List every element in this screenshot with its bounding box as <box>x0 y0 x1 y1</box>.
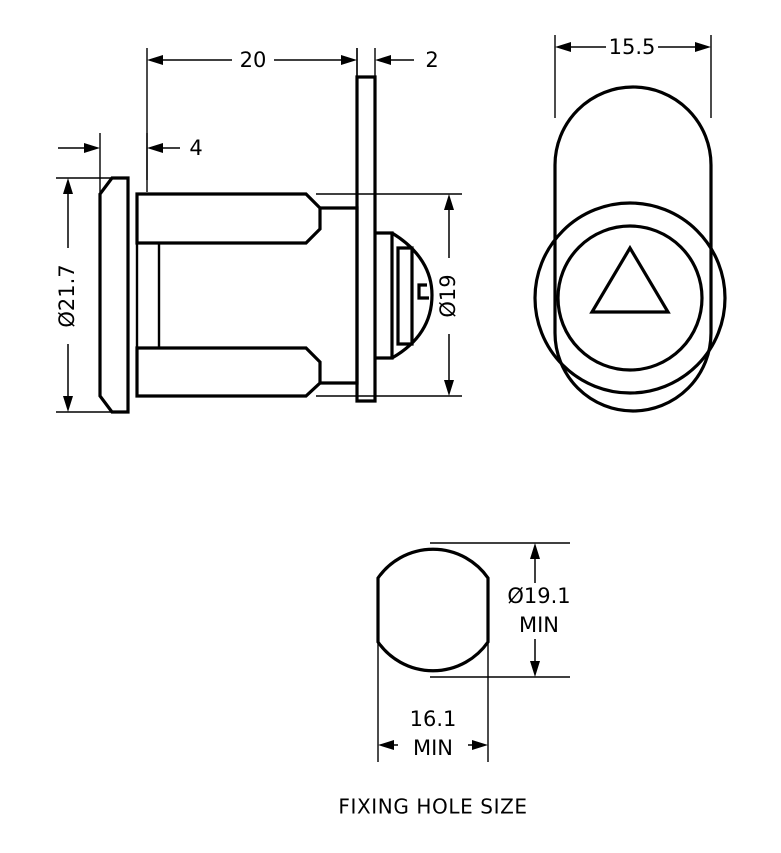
fixing-hole-view: Ø19.1 MIN 16.1 MIN FIXING HOLE SIZE <box>338 542 582 819</box>
arrow-20-left <box>147 55 163 65</box>
dim-19-text-mask <box>437 258 462 334</box>
dim-hole-dia-text-mask <box>496 583 582 639</box>
inner-keyway-circle <box>556 224 704 372</box>
dim-label-hole-width: 16.1 <box>410 707 457 731</box>
dim-label-20: 20 <box>240 48 267 72</box>
arrow-hole-dia-bottom <box>530 661 540 677</box>
fixing-hole-outline <box>376 547 490 673</box>
cam-hub-block <box>375 231 394 360</box>
mounting-plate <box>355 75 377 403</box>
arrow-15-5-right <box>695 42 711 52</box>
arrow-4-right <box>147 143 163 153</box>
dim-label-15-5: 15.5 <box>609 35 656 59</box>
side-section-view: 20 2 4 Ø21.7 <box>55 48 462 414</box>
arrow-hole-width-left <box>378 740 394 750</box>
arrow-2-right <box>375 55 391 65</box>
dimension-length-2: 2 <box>356 48 439 77</box>
bezel-flange-outline <box>98 176 130 414</box>
arrow-4-left <box>84 143 100 153</box>
dim-20-text-mask <box>232 48 274 72</box>
dim-label-21-7: Ø21.7 <box>55 264 79 327</box>
arrow-20-right <box>341 55 357 65</box>
dim-label-hole-dia: Ø19.1 <box>507 584 570 608</box>
dim-15-5-text-mask <box>606 35 658 59</box>
arrow-19-top <box>444 194 454 210</box>
dimension-width-15-5: 15.5 <box>554 35 712 118</box>
arrow-hole-width-right <box>472 740 488 750</box>
dim-label-hole-width-min: MIN <box>413 736 453 760</box>
dim-hole-width-text-mask <box>398 705 468 759</box>
arrow-21-7-top <box>63 178 73 194</box>
cam-flatted-circle <box>553 85 713 413</box>
triangle-keyway <box>589 244 671 314</box>
cam-end-cap <box>396 246 414 346</box>
dimension-length-4: 4 <box>58 133 203 192</box>
arrow-19-bottom <box>444 380 454 396</box>
outer-bezel-circle <box>533 201 727 395</box>
barrel-upper-band <box>135 192 322 245</box>
arrow-21-7-bottom <box>63 396 73 412</box>
dimension-length-20: 20 <box>146 48 358 180</box>
fixing-hole-caption: FIXING HOLE SIZE <box>338 795 527 819</box>
barrel-lower-band <box>135 346 322 398</box>
dim-label-hole-dia-min: MIN <box>519 613 559 637</box>
dimension-hole-width: 16.1 MIN <box>377 636 489 762</box>
arrow-15-5-left <box>555 42 571 52</box>
dimension-diameter-21-7: Ø21.7 <box>55 177 128 413</box>
dim-label-2: 2 <box>425 48 438 72</box>
dimension-hole-diameter: Ø19.1 MIN <box>430 542 582 678</box>
shank-body-outline <box>320 206 359 385</box>
cam-notch <box>417 283 429 300</box>
dim-label-4: 4 <box>189 136 202 160</box>
dim-21-7-text-mask <box>56 248 81 344</box>
front-face-view: 15.5 <box>533 35 727 413</box>
dim-label-19: Ø19 <box>436 274 460 317</box>
arrow-hole-dia-top <box>530 543 540 559</box>
dimension-diameter-19: Ø19 <box>316 193 462 397</box>
